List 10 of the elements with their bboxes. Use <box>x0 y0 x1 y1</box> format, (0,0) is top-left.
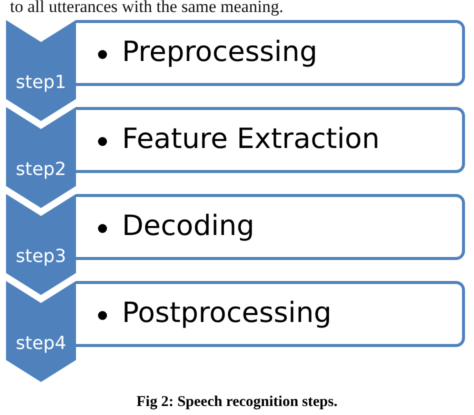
step-box <box>76 20 465 86</box>
step-title: Preprocessing <box>122 35 318 68</box>
step-box <box>76 281 465 347</box>
figure-caption: Fig 2: Speech recognition steps. <box>136 394 338 411</box>
step-title: Feature Extraction <box>122 122 380 155</box>
step-title: Postprocessing <box>122 296 332 329</box>
step-box <box>76 107 465 173</box>
text-line: to all utterances with the same meaning. <box>10 0 284 17</box>
step-box <box>76 194 465 260</box>
step-title: Decoding <box>122 209 254 242</box>
